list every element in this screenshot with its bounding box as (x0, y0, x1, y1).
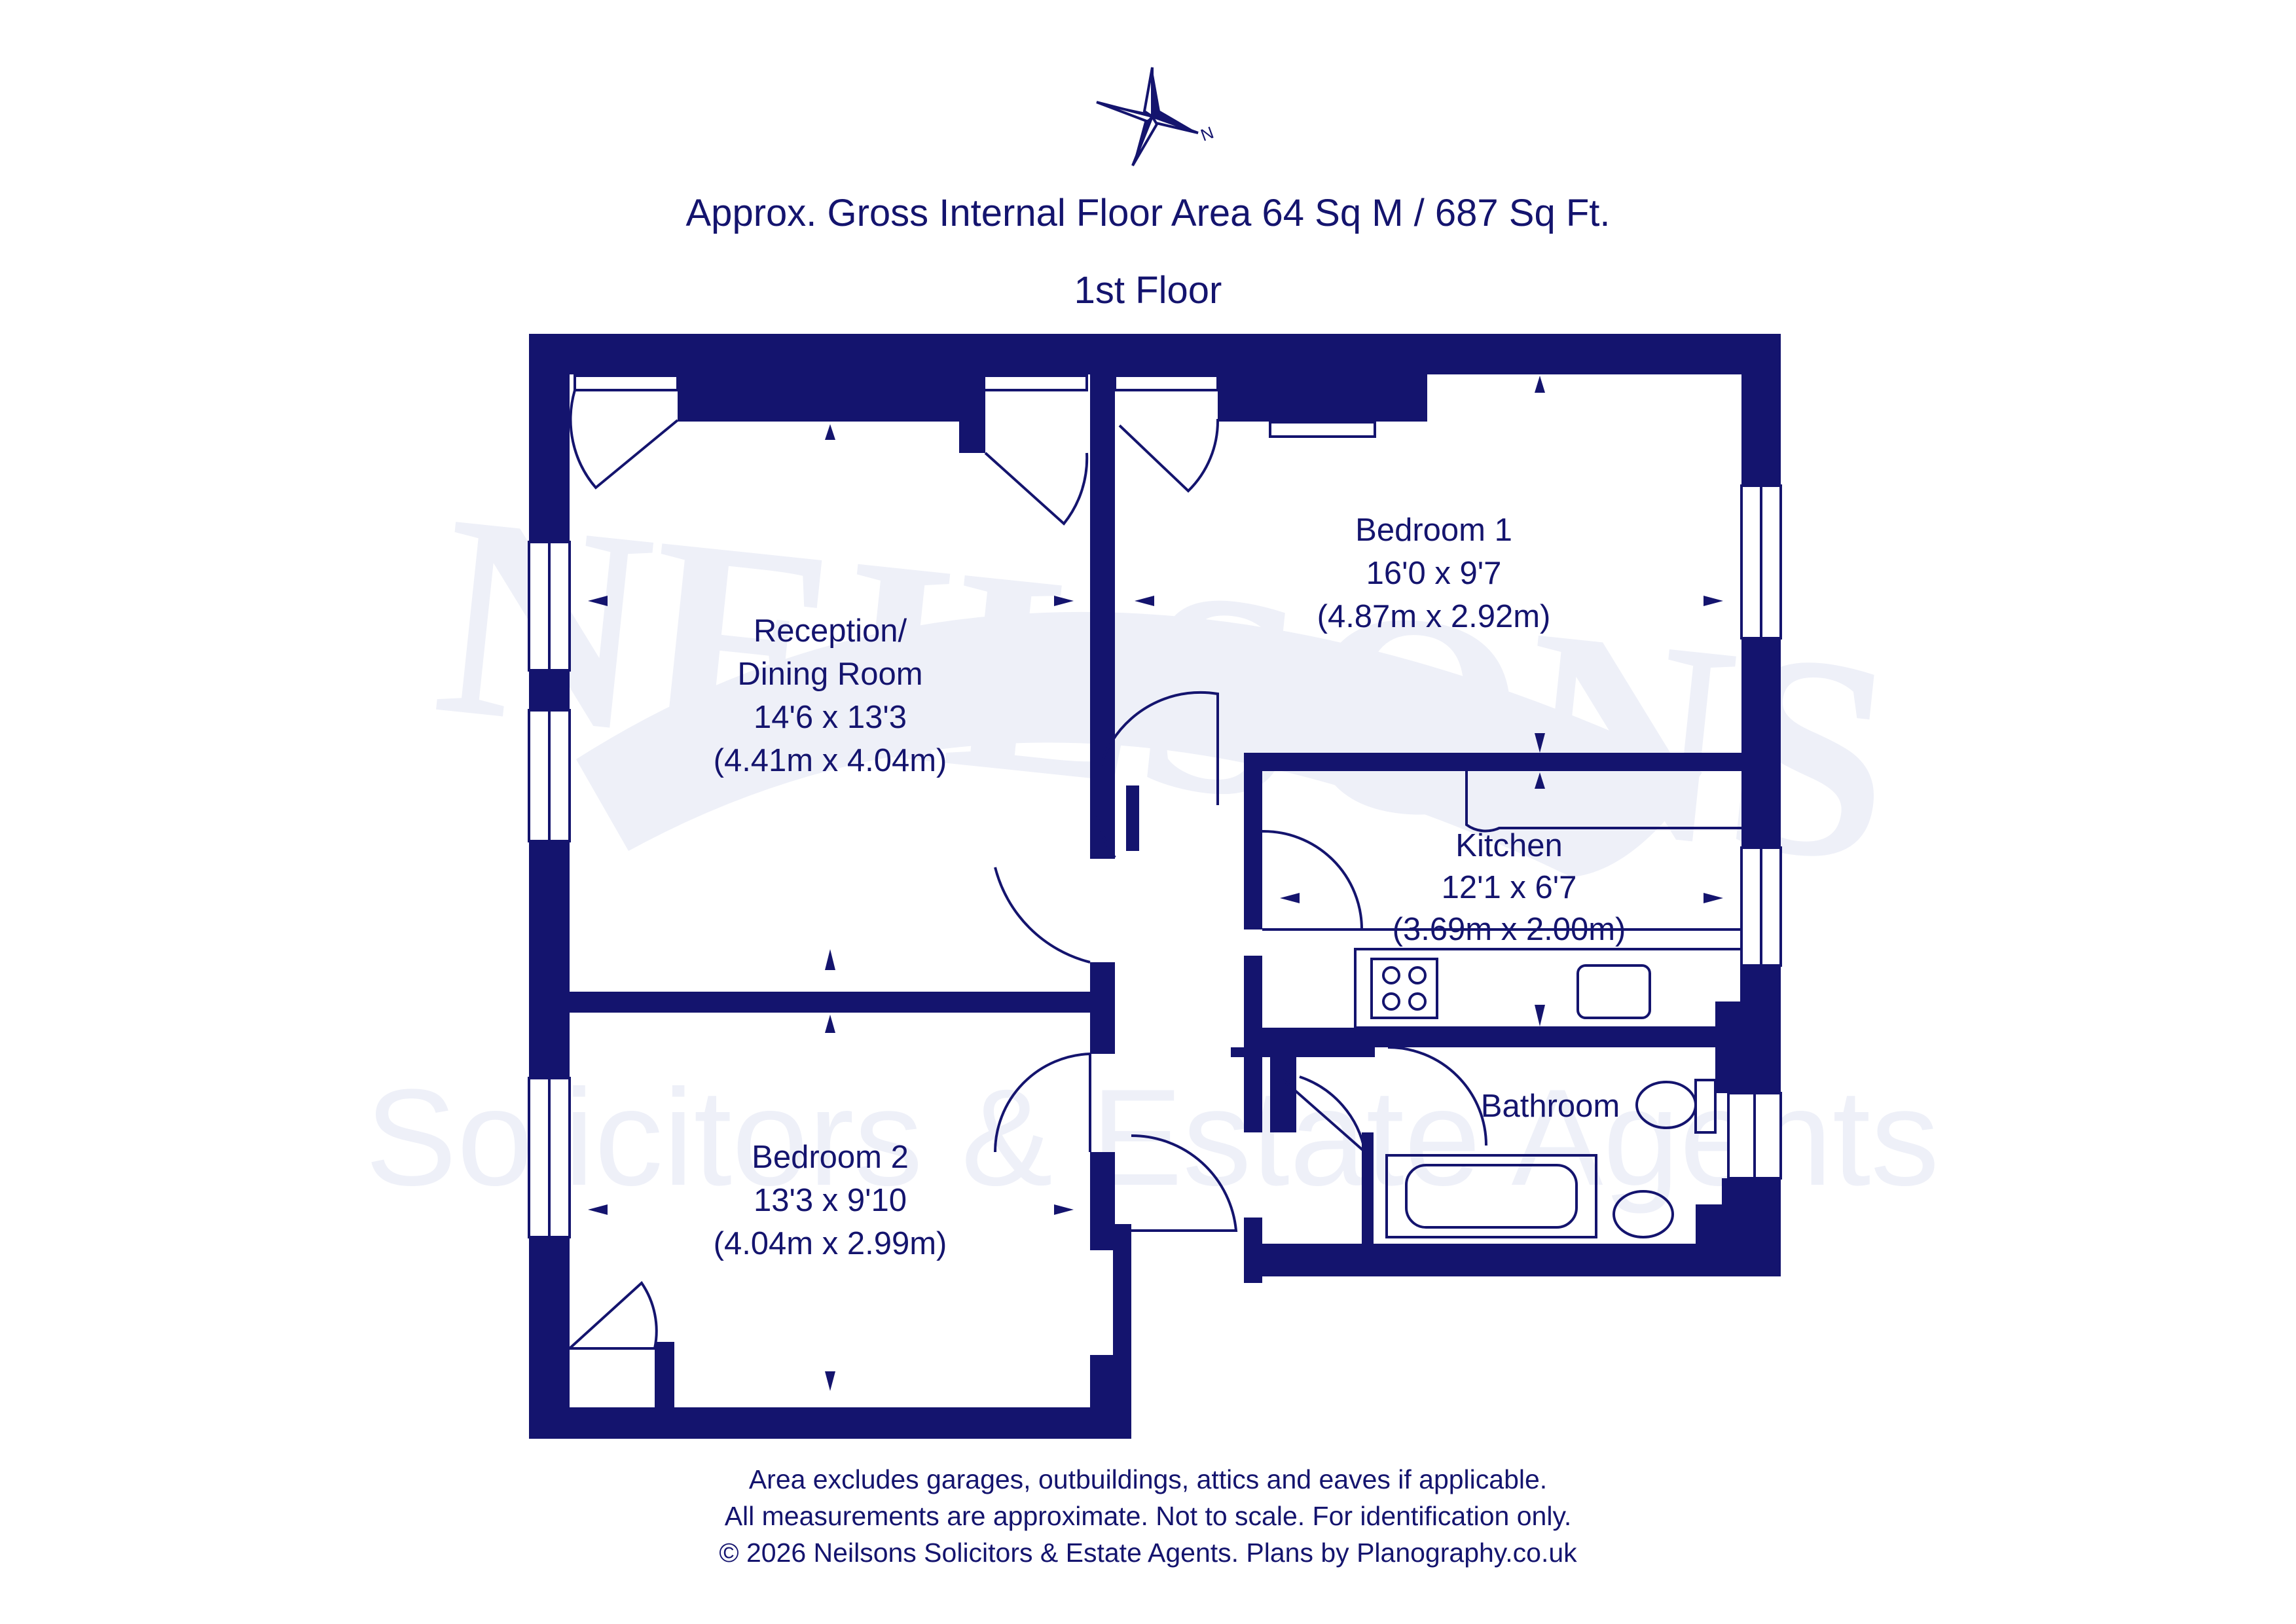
bedroom2-imperial: 13'3 x 9'10 (754, 1183, 907, 1218)
floor-area-title: Approx. Gross Internal Floor Area 64 Sq … (685, 192, 1611, 234)
bedroom1-name: Bedroom 1 (1355, 513, 1512, 548)
compass-label: N (1198, 122, 1216, 145)
bathroom-name: Bathroom (1481, 1089, 1620, 1124)
bedroom1-metric: (4.87m x 2.92m) (1317, 599, 1551, 634)
compass-icon: N (1096, 67, 1216, 167)
disclaimer: Area excludes garages, outbuildings, att… (0, 1461, 2296, 1571)
disclaimer-line1: Area excludes garages, outbuildings, att… (748, 1464, 1548, 1494)
reception-imperial: 14'6 x 13'3 (754, 700, 907, 735)
bedroom2-metric: (4.04m x 2.99m) (714, 1226, 947, 1261)
doors (566, 374, 1743, 1350)
reception-name-line2: Dining Room (737, 657, 922, 692)
kitchen-metric: (3.69m x 2.00m) (1393, 912, 1626, 947)
reception-metric: (4.41m x 4.04m) (714, 743, 947, 778)
room-labels: Reception/ Dining Room 14'6 x 13'3 (4.41… (714, 513, 1626, 1261)
kitchen-name: Kitchen (1455, 828, 1562, 863)
bedroom1-imperial: 16'0 x 9'7 (1366, 556, 1502, 591)
reception-name-line1: Reception/ (754, 613, 907, 649)
windows (528, 421, 1782, 1238)
dimension-arrows (588, 376, 1723, 1391)
bedroom2-name: Bedroom 2 (752, 1140, 909, 1175)
walls (529, 334, 1781, 1439)
kitchen-imperial: 12'1 x 6'7 (1442, 870, 1577, 905)
watermark-logo-text: NEILSONS (424, 454, 1906, 924)
watermark: NEILSONS Solicitors & Estate Agents (365, 454, 1940, 1214)
disclaimer-line3: © 2026 Neilsons Solicitors & Estate Agen… (719, 1538, 1577, 1568)
disclaimer-line2: All measurements are approximate. Not to… (724, 1501, 1572, 1531)
floor-label: 1st Floor (1074, 269, 1222, 312)
